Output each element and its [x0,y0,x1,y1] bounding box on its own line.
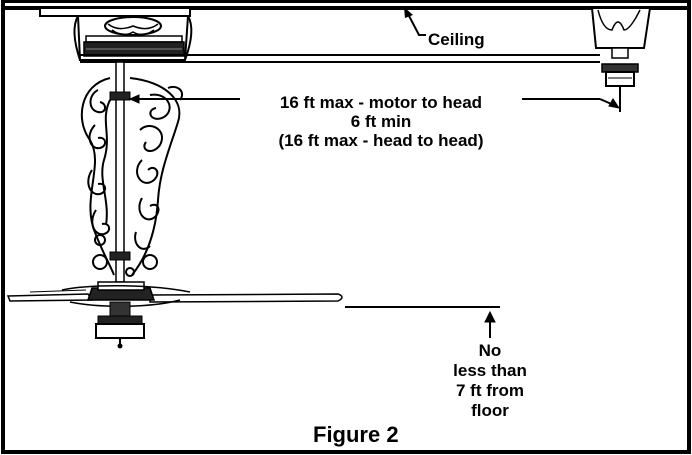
ceiling-fan-blades [6,281,343,308]
figure-title: Figure 2 [313,422,399,447]
ceiling-pointer-arrow [404,7,426,36]
horizontal-support-bar [80,54,600,63]
distance-line-head-to-head: (16 ft max - head to head) [278,131,484,150]
ceiling-label: Ceiling [428,30,485,49]
floor-line-4: floor [471,401,509,420]
fan-motor-housing [39,7,193,61]
floor-line-3: 7 ft from [456,381,524,400]
distance-line-min: 6 ft min [350,112,412,131]
ornamental-scroll-left [80,77,115,276]
fan-downrod [109,61,131,283]
floor-clearance-arrow [484,310,496,338]
floor-line-2: less than [453,361,527,380]
distance-line-motor-to-head: 16 ft max - motor to head [275,93,487,112]
remote-fan-head [590,7,652,112]
distance-annotation: 16 ft max - motor to head 6 ft min (16 f… [236,93,526,150]
floor-line-1: No [478,341,502,360]
floor-clearance-annotation: No less than 7 ft from floor [440,341,540,421]
distance-dimension-arrow [128,94,621,109]
fan-light-kit [95,301,145,349]
ornamental-scroll-right [125,77,184,277]
